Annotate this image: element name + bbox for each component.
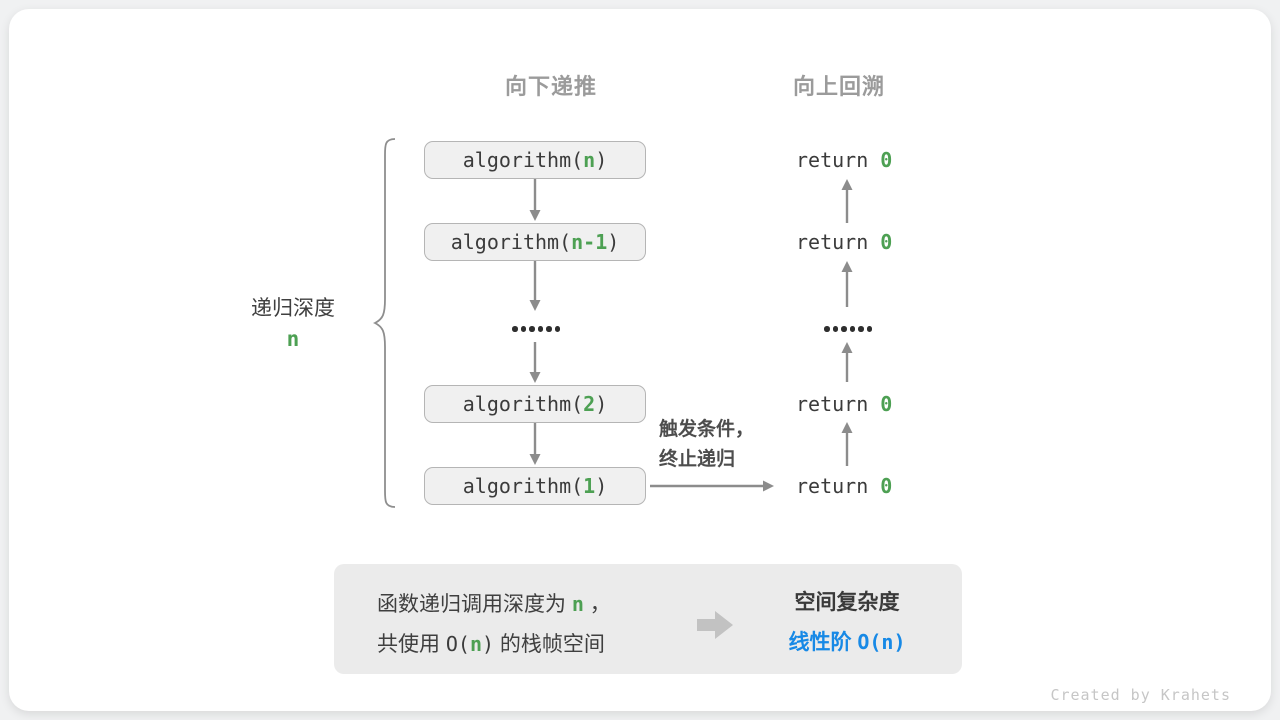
call-text: ) <box>595 474 608 498</box>
return-statement: return 0 <box>796 229 892 255</box>
arrow-up-icon <box>840 261 854 307</box>
space-complexity-value: 线性阶 O(n) <box>788 626 905 656</box>
call-text: ) <box>595 392 608 416</box>
arrow-right-icon <box>650 479 774 493</box>
return-statement: return 0 <box>796 147 892 173</box>
recursion-depth-label: 递归深度 <box>251 297 335 320</box>
call-box-algorithm-1: algorithm(1) <box>424 467 646 505</box>
space-complexity-title: 空间复杂度 <box>794 591 900 614</box>
return-value: 0 <box>880 230 893 254</box>
return-text: return <box>796 148 881 172</box>
recursion-depth-variable: n <box>286 327 300 351</box>
watermark-credit: Created by Krahets <box>1050 686 1231 704</box>
return-statement: return 0 <box>796 391 892 417</box>
summary-text: 的栈帧空间 <box>494 633 605 656</box>
summary-text: ， <box>583 593 611 616</box>
complexity-big-o: O(n) <box>857 630 906 654</box>
return-text: return <box>796 474 881 498</box>
summary-text: 共使用 <box>377 633 446 656</box>
summary-line2: 共使用 O(n) 的栈帧空间 <box>377 628 605 658</box>
arrow-down-icon <box>528 179 542 221</box>
return-text: return <box>796 392 881 416</box>
header-downward-recursion: 向下递推 <box>504 74 598 99</box>
call-text: ) <box>595 148 608 172</box>
curly-brace-icon <box>373 137 397 509</box>
big-o-open: O( <box>445 632 470 656</box>
big-o-close: ) <box>481 632 495 656</box>
base-case-note-line1: 触发条件， <box>659 419 755 440</box>
call-arg: 1 <box>583 474 596 498</box>
return-value: 0 <box>880 392 893 416</box>
summary-var: n <box>469 632 482 656</box>
arrow-up-icon <box>840 179 854 223</box>
base-case-note: 触发条件， 终止递归 <box>659 415 754 475</box>
call-text: algorithm( <box>462 474 584 498</box>
return-text: return <box>796 230 881 254</box>
call-box-algorithm-n-1: algorithm(n-1) <box>424 223 646 261</box>
summary-text: 函数递归调用深度为 <box>377 593 572 616</box>
big-arrow-right-icon <box>697 609 733 641</box>
summary-line1: 函数递归调用深度为 n ， <box>377 588 611 618</box>
call-text: algorithm( <box>462 148 584 172</box>
arrow-down-icon <box>528 342 542 383</box>
diagram-card: 向下递推 向上回溯 递归深度 n algorithm(n) algorithm(… <box>9 9 1271 711</box>
return-value: 0 <box>880 148 893 172</box>
call-box-algorithm-n: algorithm(n) <box>424 141 646 179</box>
call-text: ) <box>607 230 620 254</box>
complexity-order-label: 线性阶 <box>788 631 858 654</box>
arrow-down-icon <box>528 423 542 465</box>
summary-var: n <box>571 592 584 616</box>
base-case-note-line2: 终止递归 <box>659 449 736 470</box>
return-statement: return 0 <box>796 473 892 499</box>
ellipsis-dots <box>824 326 872 332</box>
summary-panel: 函数递归调用深度为 n ， 共使用 O(n) 的栈帧空间 空间复杂度 线性阶 O… <box>334 564 962 674</box>
ellipsis-dots <box>512 326 560 332</box>
call-arg: 2 <box>583 392 596 416</box>
call-text: algorithm( <box>462 392 584 416</box>
arrow-up-icon <box>840 342 854 382</box>
header-upward-backtracking: 向上回溯 <box>792 74 886 99</box>
call-arg: n <box>583 148 596 172</box>
call-text: algorithm( <box>450 230 572 254</box>
call-arg: n-1 <box>571 230 608 254</box>
arrow-down-icon <box>528 261 542 311</box>
return-value: 0 <box>880 474 893 498</box>
call-box-algorithm-2: algorithm(2) <box>424 385 646 423</box>
arrow-up-icon <box>840 422 854 466</box>
